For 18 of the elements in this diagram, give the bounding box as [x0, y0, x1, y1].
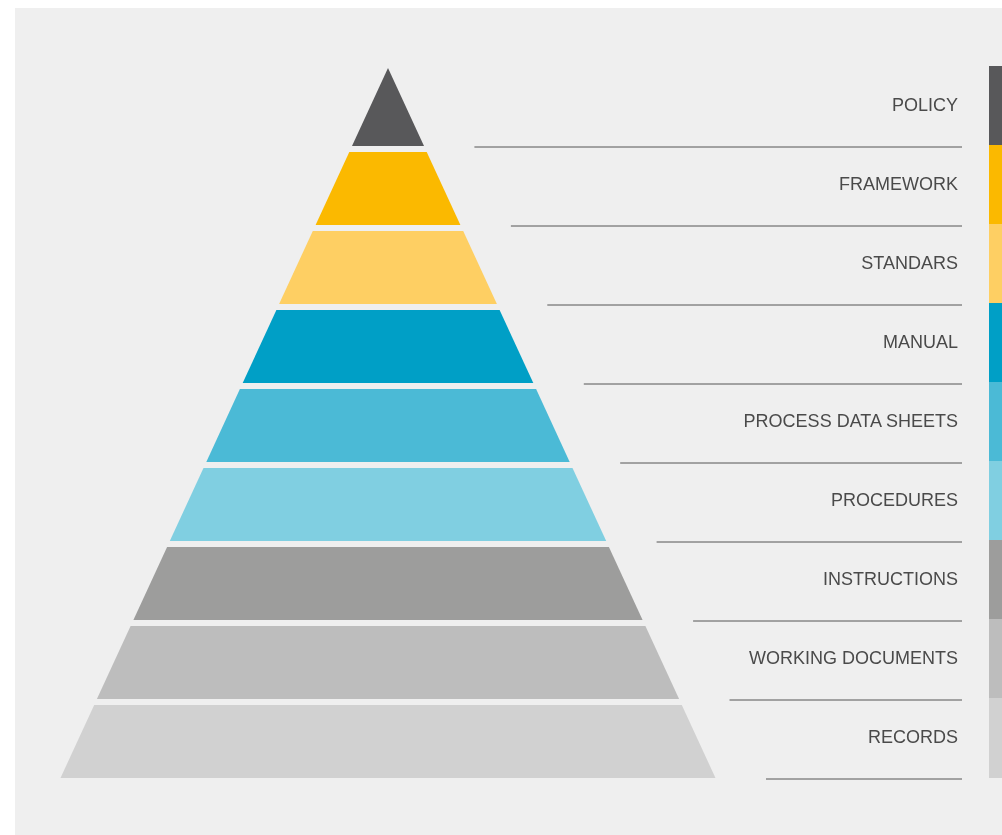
pyramid-layer	[96, 626, 680, 699]
legend-label: MANUAL	[883, 331, 958, 353]
legend-label: FRAMEWORK	[839, 173, 958, 195]
legend-label: WORKING DOCUMENTS	[749, 647, 958, 669]
legend-label: PROCESS DATA SHEETS	[743, 410, 958, 432]
legend-label: RECORDS	[868, 726, 958, 748]
legend-label: PROCEDURES	[830, 489, 958, 511]
legend-label: STANDARS	[861, 252, 958, 274]
pyramid-layer	[206, 389, 570, 462]
pyramid-layer	[133, 547, 643, 620]
pyramid-layer	[60, 705, 716, 778]
legend-label: INSTRUCTIONS	[823, 568, 958, 590]
pyramid-layer	[279, 231, 497, 304]
legend-label: POLICY	[891, 94, 958, 116]
pyramid-layer	[315, 152, 461, 225]
pyramid-layer	[169, 468, 607, 541]
pyramid-apex	[352, 68, 424, 146]
pyramid-layer	[242, 310, 534, 383]
